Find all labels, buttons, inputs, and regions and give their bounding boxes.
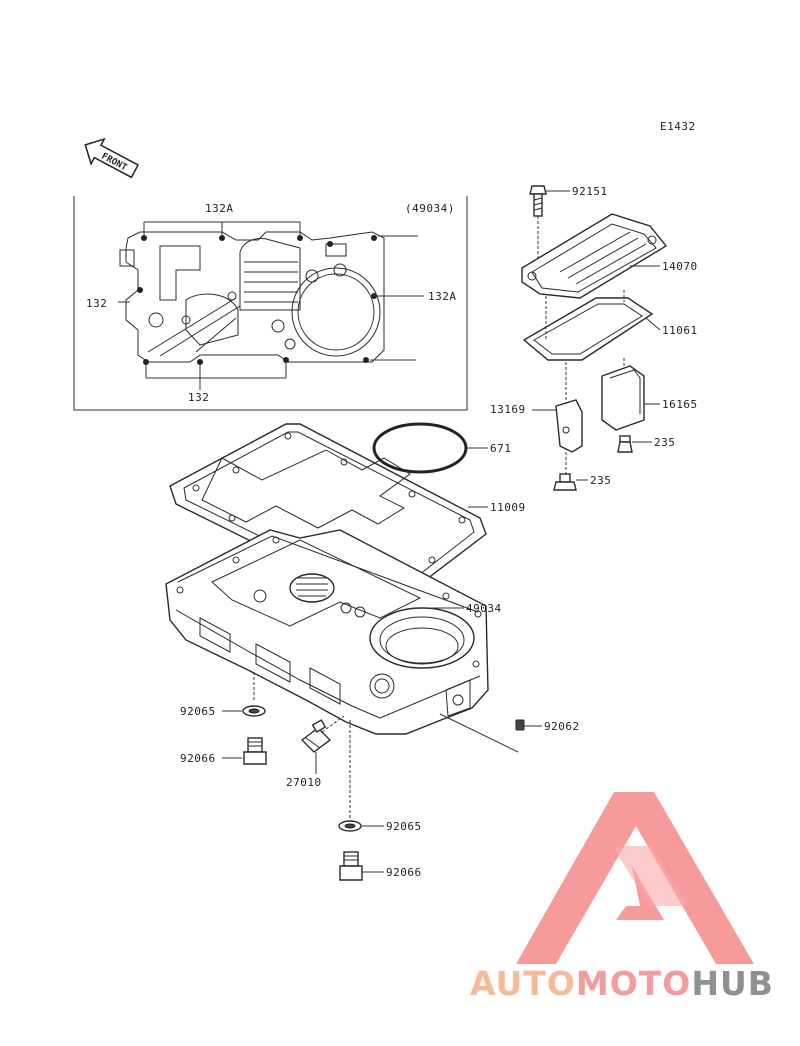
front-arrow-icon: FRONT: [84, 137, 140, 179]
inset-title: (49034): [405, 202, 455, 215]
gasket-11061: [522, 290, 661, 361]
oil-pan-49034: [165, 529, 519, 818]
drain-bolt-92066-bottom: [339, 851, 384, 881]
automotohub-logo: AUTOMOTOHUB: [470, 792, 774, 1003]
label-235-bottom: 235: [590, 474, 611, 487]
label-92066-left: 92066: [180, 752, 216, 765]
label-11061: 11061: [662, 324, 698, 337]
label-92065-bottom: 92065: [386, 820, 422, 833]
label-132a-top: 132A: [205, 202, 234, 215]
breather-cover-14070: [521, 213, 668, 299]
o-ring-671: [372, 422, 488, 474]
label-27010: 27010: [286, 776, 322, 789]
breather-cover-group: [521, 185, 668, 491]
label-92066-bottom: 92066: [386, 866, 422, 879]
logo-moto: MOTO: [576, 964, 691, 1003]
washer-92065-bottom: [338, 820, 384, 832]
plate-16165: [601, 358, 660, 431]
diagram-code: E1432: [660, 120, 696, 133]
inset-leaders: [118, 221, 424, 390]
label-92151: 92151: [572, 185, 608, 198]
label-132-left: 132: [86, 297, 107, 310]
label-11009: 11009: [490, 501, 526, 514]
washer-92065-left: [222, 705, 266, 717]
label-14070: 14070: [662, 260, 698, 273]
inset-panel: (49034): [73, 196, 468, 411]
screw-235-right: [617, 435, 652, 453]
svg-text:AUTOMOTOHUB: AUTOMOTOHUB: [470, 964, 774, 1003]
gasket-11009: [169, 423, 488, 605]
drain-bolt-92066-left: [222, 737, 267, 765]
label-92065-left: 92065: [180, 705, 216, 718]
bolt-92151: [529, 185, 570, 268]
oil-switch-27010: [300, 715, 345, 774]
label-92062: 92062: [544, 720, 580, 733]
label-671: 671: [490, 442, 511, 455]
inset-bolt-holes: [137, 235, 377, 365]
inset-pan-outline: [119, 231, 385, 363]
screw-235-bottom: [553, 473, 588, 491]
bracket-13169: [532, 362, 583, 474]
label-49034: 49034: [466, 602, 502, 615]
label-235-right: 235: [654, 436, 675, 449]
logo-auto: AUTO: [470, 964, 576, 1003]
label-132a-right: 132A: [428, 290, 457, 303]
label-16165: 16165: [662, 398, 698, 411]
part-labels: 92151 14070 11061 13169 16165 235 235 67…: [180, 185, 698, 879]
plug-92062: [515, 719, 542, 731]
label-13169: 13169: [490, 403, 526, 416]
label-132-bottom: 132: [188, 391, 209, 404]
logo-hub: HUB: [691, 964, 774, 1003]
